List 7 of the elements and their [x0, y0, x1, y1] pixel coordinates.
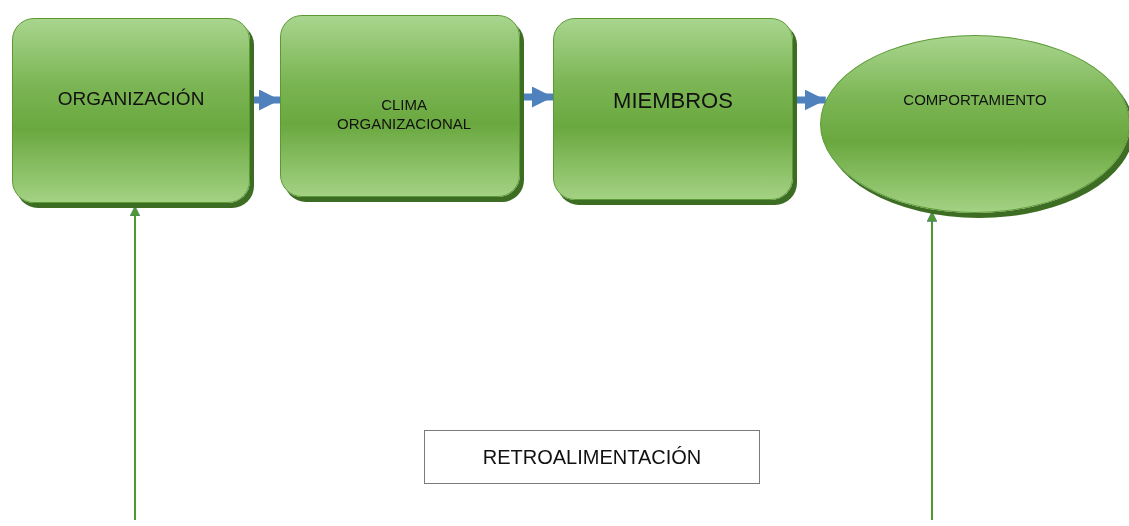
node-label: COMPORTAMIENTO [902, 90, 1048, 110]
node-label: ORGANIZACIÓN [56, 86, 206, 111]
node-label: RETROALIMENTACIÓN [481, 444, 703, 470]
node-label: MIEMBROS [612, 87, 734, 115]
arrow [129, 205, 141, 521]
label-box [424, 430, 760, 484]
node-label: CLIMA ORGANIZACIONAL [336, 96, 473, 134]
